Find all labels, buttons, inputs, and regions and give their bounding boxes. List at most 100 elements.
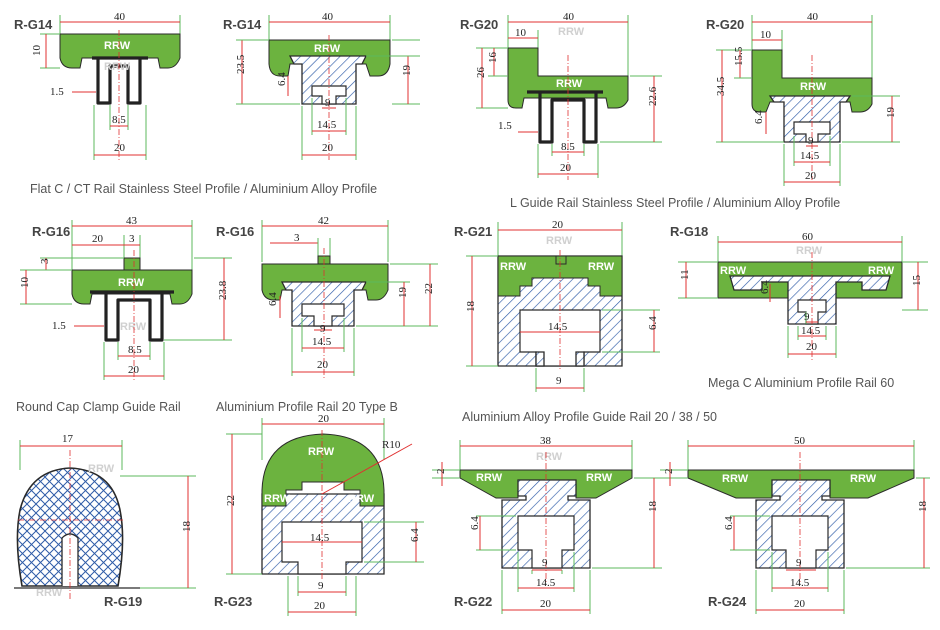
profile-g14-steel: R-G14 40 RRW RRW 10 1.5 8.5 20 bbox=[14, 11, 181, 160]
dim-label: 23.8 bbox=[217, 280, 229, 300]
brand-mark: RRW bbox=[118, 277, 145, 289]
caption-guide-203850: Aluminium Alloy Profile Guide Rail 20 / … bbox=[462, 410, 717, 424]
dim-label: 18 bbox=[647, 501, 659, 513]
profile-code: R-G18 bbox=[670, 224, 708, 239]
dim-label: 10 bbox=[31, 45, 43, 57]
brand-mark: RRW bbox=[588, 261, 615, 273]
brand-mark: RRW bbox=[546, 235, 573, 247]
profile-g21: R-G21 20 RRW RRW RRW 14.5 18 6.4 9 bbox=[454, 219, 660, 392]
dim-label: 60 bbox=[802, 231, 814, 243]
profile-code: R-G14 bbox=[14, 17, 53, 32]
profile-code: R-G14 bbox=[223, 17, 262, 32]
dim-label: 19 bbox=[885, 107, 897, 119]
dim-label: 20 bbox=[794, 598, 806, 610]
dim-label: 6.4 bbox=[759, 280, 771, 294]
profile-code: R-G20 bbox=[706, 17, 744, 32]
brand-mark: RRW bbox=[800, 81, 827, 93]
profile-code: R-G19 bbox=[104, 594, 142, 609]
brand-mark: RRW bbox=[120, 321, 147, 333]
profile-code: R-G23 bbox=[214, 594, 252, 609]
dim-label: 2 bbox=[435, 469, 447, 475]
profile-g24: 50 RRW RRW 2 6.4 18 9 14.5 20 R-G24 bbox=[660, 435, 930, 614]
dim-label: 17 bbox=[62, 433, 74, 445]
dim-label: 43 bbox=[126, 215, 138, 227]
profile-g19: 17 RRW RRW 18 R-G19 bbox=[14, 433, 196, 609]
dim-label: 10 bbox=[19, 277, 31, 289]
brand-mark: RRW bbox=[586, 472, 613, 484]
dim-label: 34.5 bbox=[715, 76, 727, 96]
dim-label: 6.4 bbox=[647, 316, 659, 330]
dim-label: 6.4 bbox=[469, 516, 481, 530]
dim-label: 14.5 bbox=[312, 336, 332, 348]
dim-label: 6.4 bbox=[267, 292, 279, 306]
dim-label: 23.5 bbox=[235, 54, 247, 74]
caption-alu20: Aluminium Profile Rail 20 Type B bbox=[216, 400, 398, 414]
dim-label: R10 bbox=[382, 439, 401, 451]
profile-code: R-G16 bbox=[216, 224, 254, 239]
dim-label: 9 bbox=[325, 97, 331, 109]
caption-flat-c: Flat C / CT Rail Stainless Steel Profile… bbox=[30, 182, 377, 196]
dim-label: 40 bbox=[807, 11, 819, 23]
dim-label: 2 bbox=[663, 469, 675, 475]
dim-label: 1.5 bbox=[50, 86, 64, 98]
dim-label: 10 bbox=[515, 27, 527, 39]
dim-label: 20 bbox=[92, 233, 104, 245]
dim-label: 8.5 bbox=[561, 141, 575, 153]
dim-label: 9 bbox=[542, 557, 548, 569]
brand-mark: RRW bbox=[720, 265, 747, 277]
caption-round-cap: Round Cap Clamp Guide Rail bbox=[16, 400, 181, 414]
dim-label: 38 bbox=[540, 435, 552, 447]
profile-code: R-G16 bbox=[32, 224, 70, 239]
profile-g20-steel: R-G20 40 10 RRW RRW 26 16 1.5 8.5 20 22.… bbox=[460, 11, 662, 180]
brand-mark: RRW bbox=[308, 446, 335, 458]
dim-label: 19 bbox=[401, 65, 413, 77]
dim-label: 22 bbox=[423, 283, 435, 294]
dim-label: 40 bbox=[563, 11, 575, 23]
dim-label: 3 bbox=[294, 232, 300, 244]
dim-label: 14.5 bbox=[801, 325, 821, 337]
dim-label: 3 bbox=[129, 233, 135, 245]
dim-label: 1.5 bbox=[498, 120, 512, 132]
profile-g16-alu: R-G16 42 3 6.4 19 22 9 14.5 20 bbox=[216, 215, 438, 380]
dim-label: 20 bbox=[317, 359, 329, 371]
brand-mark: RRW bbox=[796, 245, 823, 257]
brand-mark: RRW bbox=[104, 40, 131, 52]
dim-label: 15 bbox=[911, 275, 923, 287]
profile-code: R-G20 bbox=[460, 17, 498, 32]
dim-label: 14.5 bbox=[317, 119, 337, 131]
brand-mark: RRW bbox=[476, 472, 503, 484]
dim-label: 20 bbox=[128, 364, 140, 376]
dim-label: 18 bbox=[917, 501, 929, 513]
dim-label: 40 bbox=[322, 11, 334, 23]
profile-g18: R-G18 60 RRW RRW RRW 11 15 6.4 9 14.5 20 bbox=[670, 224, 928, 362]
brand-mark: RRW bbox=[88, 463, 115, 475]
dim-label: 18 bbox=[465, 301, 477, 313]
dim-label: 15.5 bbox=[733, 46, 745, 66]
dim-label: 9 bbox=[318, 580, 324, 592]
profile-g23: 20 RRW RRW RRW R10 14.5 22 6.4 9 20 R-G2… bbox=[214, 413, 424, 616]
dim-label: 14.5 bbox=[800, 150, 820, 162]
brand-mark: RRW bbox=[314, 43, 341, 55]
dim-label: 42 bbox=[318, 215, 329, 227]
dim-label: 20 bbox=[314, 600, 326, 612]
dim-label: 6.4 bbox=[723, 516, 735, 530]
dim-label: 14.5 bbox=[536, 577, 556, 589]
dim-label: 3 bbox=[39, 258, 51, 264]
dim-label: 20 bbox=[806, 341, 818, 353]
brand-mark: RRW bbox=[558, 26, 585, 38]
dim-label: 26 bbox=[475, 67, 487, 79]
caption-mega-c: Mega C Aluminium Profile Rail 60 bbox=[708, 376, 894, 390]
dim-label: 20 bbox=[322, 142, 334, 154]
dim-label: 20 bbox=[540, 598, 552, 610]
dim-label: 20 bbox=[114, 142, 126, 154]
dim-label: 50 bbox=[794, 435, 806, 447]
profile-code: R-G21 bbox=[454, 224, 492, 239]
brand-mark: RRW bbox=[36, 587, 63, 599]
dim-label: 6.4 bbox=[409, 528, 421, 542]
dim-label: 8.5 bbox=[112, 114, 126, 126]
dim-label: 10 bbox=[760, 29, 772, 41]
brand-mark: RRW bbox=[868, 265, 895, 277]
dim-label: 40 bbox=[114, 11, 126, 23]
dim-label: 20 bbox=[318, 413, 330, 425]
